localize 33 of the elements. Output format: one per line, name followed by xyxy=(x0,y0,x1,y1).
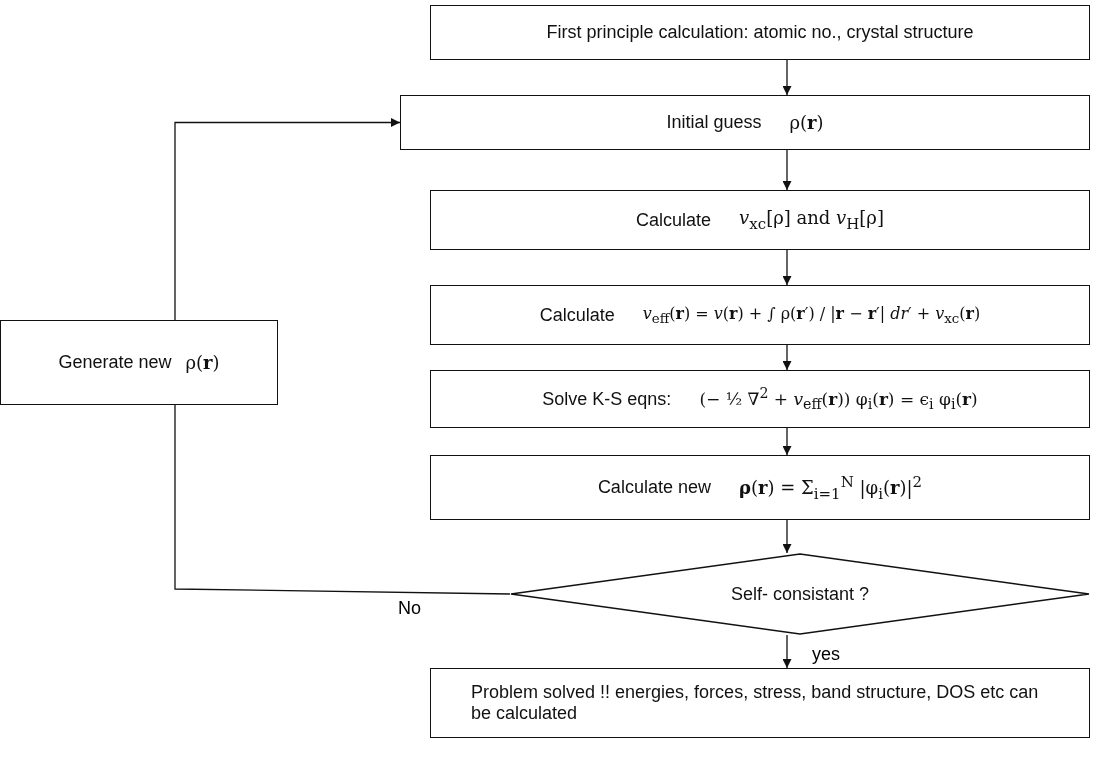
formula: (− ½ ∇$^{2}$ + v$_{eff}$(r)) φ$_{i}$(r) = ϵ$_{i}$ φ$_{i}$(r) xyxy=(699,385,978,413)
process-box xyxy=(430,455,1090,520)
node-label: Calculate new xyxy=(597,477,711,498)
formula: v$_{eff}$(r) = v(r) + ∫ ρ(r′) / |r − r′| dr′ + v$_{xc}$(r) xyxy=(642,303,981,327)
arrow xyxy=(782,344,792,371)
arrow xyxy=(782,149,792,191)
connector-line xyxy=(174,404,511,595)
process-box xyxy=(430,370,1090,428)
node-label: First principle calculation: atomic no., crystal structure xyxy=(546,22,974,43)
decision-diamond xyxy=(510,553,1090,635)
node-label: Problem solved !! energies, forces, stress, band structure, DOS etc can be calculated xyxy=(471,682,1040,724)
arrow xyxy=(782,249,792,286)
arrow xyxy=(782,427,792,456)
formula: v$_{xc}$[ρ] and v$_{H}$[ρ] xyxy=(739,207,884,233)
node-label: Solve K-S eqns: xyxy=(542,388,672,410)
formula: ρ(r) = Σ$_{i=1}$$^{N}$ |φ$_{i}$(r)|$^{2}$ xyxy=(738,472,923,503)
process-box xyxy=(430,5,1090,60)
node-label: Calculate xyxy=(539,304,615,326)
arrow xyxy=(782,519,792,554)
arrow xyxy=(174,118,401,321)
node-label: Calculate xyxy=(636,209,712,231)
process-box xyxy=(400,95,1090,150)
formula: ρ(r) xyxy=(789,112,824,133)
arrow xyxy=(782,634,792,669)
node-label: Generate new xyxy=(58,352,172,373)
node-label: Initial guess xyxy=(666,112,762,133)
node-label: Self- consistant ? xyxy=(730,583,870,605)
arrow xyxy=(782,59,792,96)
formula: ρ(r) xyxy=(185,352,220,373)
process-box xyxy=(430,285,1090,345)
process-box xyxy=(0,320,278,405)
process-box xyxy=(430,668,1090,738)
process-box xyxy=(430,190,1090,250)
